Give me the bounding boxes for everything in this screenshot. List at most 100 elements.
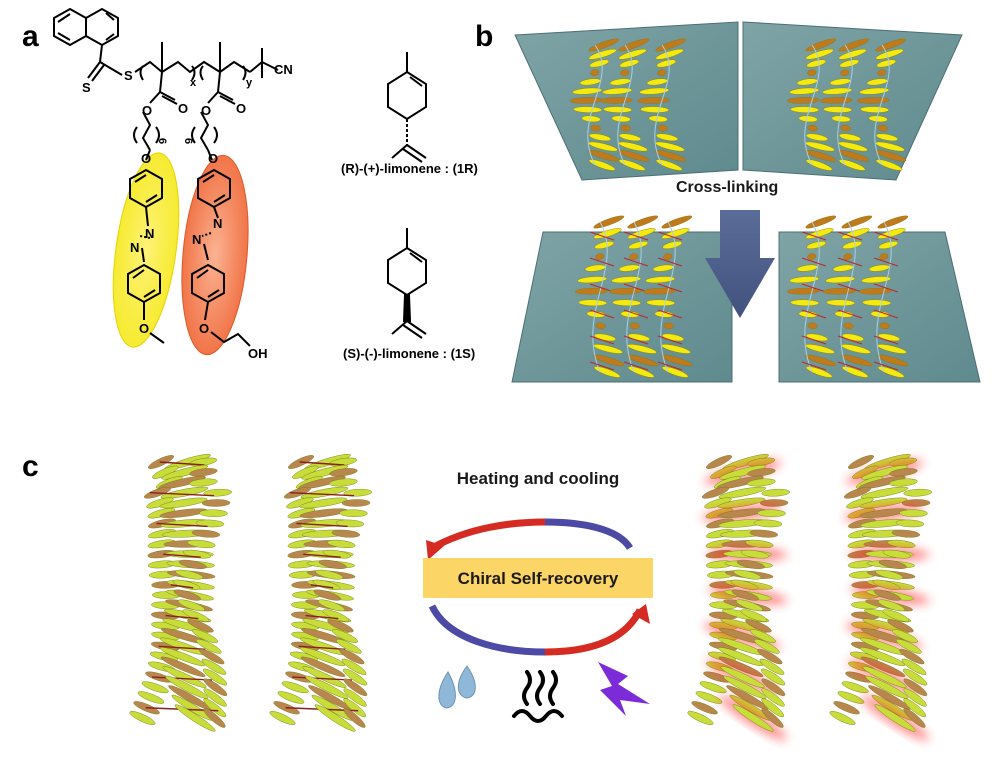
mesogen-mark [877,354,909,367]
mesogen-mark [191,629,218,643]
mesogen-mark [875,38,907,52]
mesogen-mark [747,468,776,477]
mesogen-mark [329,468,358,477]
cycle-arc-bottom-blue [428,604,546,656]
atom-o-1: O [142,103,152,118]
cross-link [837,231,863,241]
mesogen-mark [896,639,922,654]
light-bolt-icon [598,662,650,716]
cross-link [623,309,649,319]
atom-o-6: O [208,151,218,166]
mesogen-mark [336,639,362,654]
atom-o-5: O [141,151,151,166]
mesogen-mark [189,468,218,477]
mesogen-mark [302,666,347,688]
mesogen-mark [618,38,650,52]
mesogen-mark [646,299,675,306]
mesogen-mark [789,87,820,95]
mesogen-mark [876,59,897,68]
mesogen-mark [593,354,625,367]
subscript-x: x [190,77,197,89]
mesogen-mark [903,688,927,707]
mesogen-mark [859,87,890,95]
mesogen-mark [298,475,346,490]
mesogen-mark [761,488,790,497]
cross-link [589,309,615,319]
helix-column [786,215,837,378]
mesogen-mark [589,133,611,142]
helix-column [599,38,650,171]
mesogen-mark [878,241,899,250]
helix-guide [587,44,603,166]
mesogen-mark [719,464,767,480]
mesogen-mark [745,619,772,633]
mesogen-mark [620,69,630,76]
mesogen-mark [877,69,887,76]
cross-link [589,231,615,241]
panel-b-plates [511,21,981,383]
mesogen-mark [339,509,368,517]
mesogen-mark [829,711,856,725]
cross-link [589,361,615,371]
cross-link [657,309,683,319]
mesogen-mark [889,478,918,487]
helix-column [819,38,870,171]
mesogen-mark [901,658,927,675]
mesogen-mark [702,486,730,499]
mesogen-mark [593,366,621,378]
mesogen-mark [158,475,206,490]
mesogen-mark [889,468,918,477]
mesogen-mark [182,549,211,559]
limonene-s-structure [387,228,427,339]
helix-guide [837,44,853,166]
mesogen-mark [187,619,214,633]
cross-link [837,257,863,267]
mesogen-mark [822,87,853,95]
helix-column [569,38,620,171]
mesogen-mark [318,559,347,569]
mesogen-mark [343,488,372,497]
mesogen-mark [732,704,774,732]
mesogen-mark [129,711,156,725]
mesogen-mark [806,59,827,68]
atom-s-thioether: S [124,68,133,83]
mesogen-mark [731,589,759,601]
cross-link [873,361,899,371]
mesogen-mark [655,48,684,60]
mesogen-mark [590,124,601,132]
mesogen-mark [619,59,640,68]
mesogen-mark [341,658,367,675]
arrowhead-top [426,540,444,560]
mesogen-mark [790,106,819,113]
limonene-s-label: (S)-(-)-limonene : (1S) [343,346,476,361]
mesogen-mark [195,519,225,528]
helix-column [574,215,625,378]
cross-link [657,283,683,293]
mesogen-mark [687,711,714,725]
mesogen-mark [661,354,693,367]
mesogen-mark [716,475,764,490]
mesogen-mark [805,38,837,52]
recovery-cycle: Chiral Self-recovery Heating and cooling [423,469,653,656]
mesogen-mark [753,519,783,528]
mesogen-mark [165,675,209,699]
heat-waves-icon [512,670,564,723]
atom-n-4: N [192,232,201,247]
mesogen-mark [578,299,607,306]
cross-link [303,553,341,558]
mesogen-mark [876,133,898,142]
mesogen-mark [594,241,615,250]
limonene-r-label: (R)-(+)-limonene : (1R) [341,161,478,176]
mesogen-mark [790,299,819,306]
mesogen-mark [313,589,341,601]
mesogen-mark [877,124,888,132]
mesogen-mark [838,48,867,60]
mesogen-mark [749,529,778,538]
atom-o-methoxy: O [139,321,149,336]
helix-column [786,38,837,171]
mesogen-mark [868,685,911,710]
mesogen-mark [874,704,916,732]
cross-link [801,283,827,293]
mesogen-mark [877,366,905,378]
mesogen-mark [823,106,852,113]
